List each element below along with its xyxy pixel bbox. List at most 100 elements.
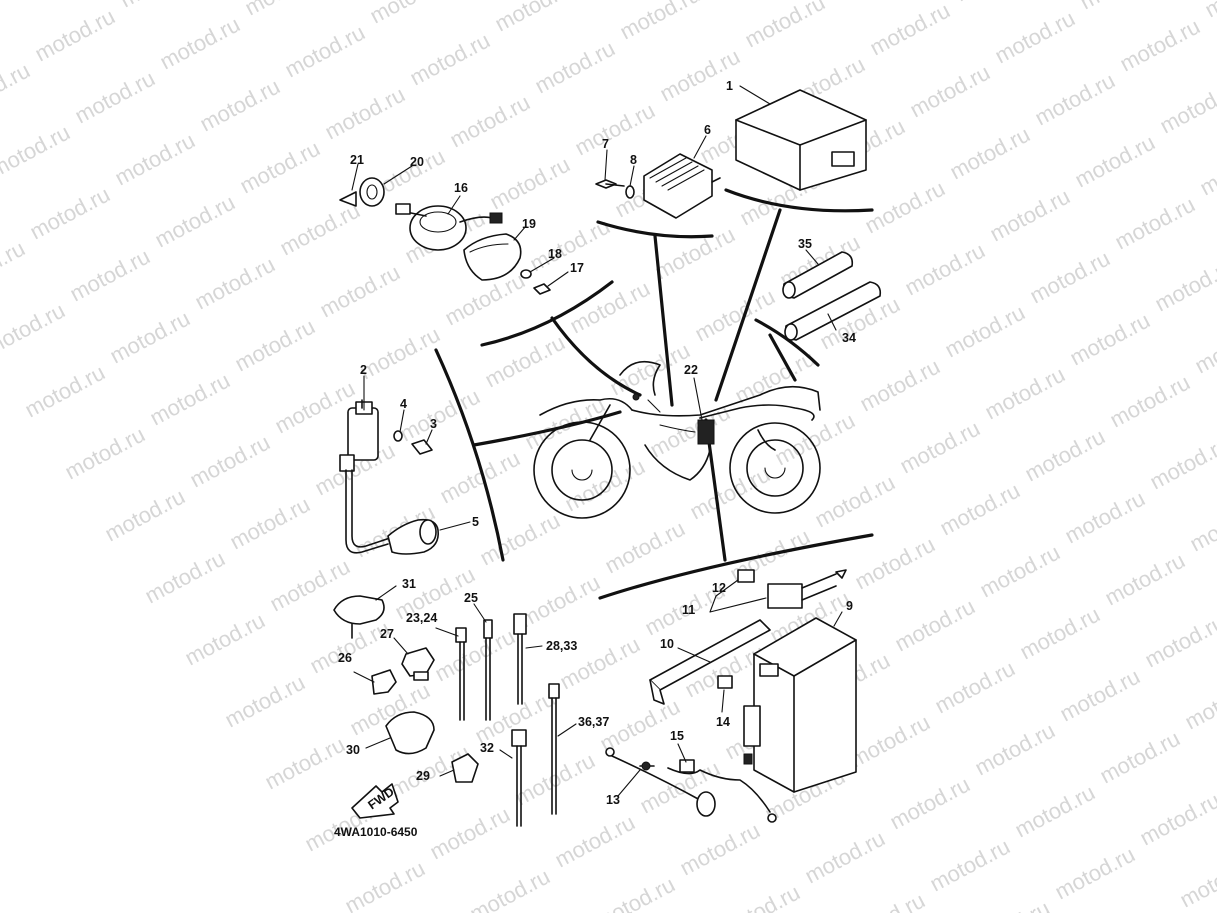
watermark-text: motod.ru [601, 516, 689, 579]
callout-19: 19 [522, 217, 536, 231]
watermark-text: motod.ru [426, 802, 514, 865]
callout-31: 31 [402, 577, 416, 591]
watermark-text: motod.ru [281, 20, 369, 83]
watermark-text: motod.ru [1146, 432, 1217, 495]
callout-32: 32 [480, 741, 494, 755]
watermark-text: motod.ru [1071, 130, 1159, 193]
callout-5: 5 [472, 515, 479, 529]
watermark-text: motod.ru [901, 238, 989, 301]
watermark-text: motod.ru [316, 260, 404, 323]
watermark-text: motod.ru [896, 416, 984, 479]
callout-34: 34 [842, 331, 856, 345]
watermark-text: motod.ru [1111, 192, 1199, 255]
watermark-text: motod.ru [841, 888, 929, 913]
callout-29: 29 [416, 769, 430, 783]
watermark-text: motod.ru [276, 198, 364, 261]
watermark-text: motod.ru [991, 6, 1079, 69]
part-17-screw [533, 283, 551, 295]
watermark-text: motod.ru [476, 508, 564, 571]
callout-16: 16 [454, 181, 468, 195]
watermark-text: motod.ru [551, 810, 639, 873]
watermark-text: motod.ru [481, 330, 569, 393]
part-14-fuse [717, 675, 733, 689]
callout-1: 1 [726, 79, 733, 93]
part-27-clamp [401, 647, 435, 681]
watermark-text: motod.ru [151, 190, 239, 253]
watermark-text: motod.ru [221, 670, 309, 733]
callout-2: 2 [360, 363, 367, 377]
callout-27: 27 [380, 627, 394, 641]
part-13-battery-cable [605, 747, 716, 817]
watermark-text: motod.ru [561, 454, 649, 517]
watermark-text: motod.ru [716, 880, 804, 913]
watermark-text: motod.ru [261, 732, 349, 795]
part-9-battery [743, 617, 857, 793]
part-20-grommet [359, 177, 385, 207]
watermark-text: motod.ru [1151, 254, 1217, 317]
watermark-text: motod.ru [981, 362, 1069, 425]
part-2-ignition-coil [339, 399, 391, 554]
watermark-text: motod.ru [146, 368, 234, 431]
watermark-text: motod.ru [1106, 370, 1194, 433]
watermark-text: motod.ru [941, 300, 1029, 363]
watermark-text: motod.ru [801, 826, 889, 889]
watermark-text: motod.ru [1156, 76, 1217, 139]
part-10-battery-band [649, 619, 771, 705]
part-1-cdi-unit [735, 89, 867, 191]
watermark-text: motod.ru [1136, 788, 1217, 851]
watermark-text: motod.ru [1201, 0, 1217, 22]
watermark-text: motod.ru [0, 298, 69, 361]
watermark-text: motod.ru [71, 66, 159, 129]
part-5-spark-plug-cap [387, 518, 440, 555]
watermark-text: motod.ru [591, 872, 679, 913]
group-brackets [434, 188, 874, 600]
part-16-main-switch [395, 203, 503, 251]
watermark-text: motod.ru [891, 594, 979, 657]
part-26-clamp [371, 669, 397, 695]
callout-36-37: 36,37 [578, 715, 609, 729]
part-6-rectifier-regulator [643, 153, 721, 219]
watermark-text: motod.ru [691, 284, 779, 347]
watermark-text: motod.ru [616, 0, 704, 44]
watermark-text: motod.ru [946, 122, 1034, 185]
callout-28-33: 28,33 [546, 639, 577, 653]
watermark-text: motod.ru [156, 12, 244, 75]
watermark-text: motod.ru [341, 856, 429, 913]
watermark-text: motod.ru [1016, 602, 1104, 665]
callout-14: 14 [716, 715, 730, 729]
watermark-text: motod.ru [191, 252, 279, 315]
watermark-text: motod.ru [966, 896, 1054, 913]
watermark-text: motod.ru [1096, 726, 1184, 789]
watermark-text: motod.ru [106, 306, 194, 369]
leader-lines [351, 85, 843, 797]
watermark-text: motod.ru [886, 772, 974, 835]
callout-30: 30 [346, 743, 360, 757]
watermark-text: motod.ru [511, 748, 599, 811]
watermark-text: motod.ru [116, 0, 204, 12]
watermark-text: motod.ru [66, 244, 154, 307]
part-31-clamp [333, 595, 385, 639]
watermark-text: motod.ru [1026, 246, 1114, 309]
part-21-key [339, 191, 357, 207]
part-25-cable-tie [483, 619, 493, 721]
callout-9: 9 [846, 599, 853, 613]
callout-35: 35 [798, 237, 812, 251]
callout-20: 20 [410, 155, 424, 169]
watermark-text: motod.ru [26, 182, 114, 245]
callout-26: 26 [338, 651, 352, 665]
watermark-text: motod.ru [1191, 316, 1217, 379]
watermark-text: motod.ru [651, 222, 739, 285]
part-11-fuse-holder [767, 569, 847, 609]
watermark-text: motod.ru [181, 608, 269, 671]
watermark-text: motod.ru [1181, 672, 1217, 735]
watermark-text: motod.ru [1101, 548, 1189, 611]
watermark-text: motod.ru [936, 478, 1024, 541]
watermark-text: motod.ru [931, 656, 1019, 719]
watermark-text: motod.ru [356, 322, 444, 385]
watermark-text: motod.ru [196, 74, 284, 137]
watermark-text: motod.ru [926, 834, 1014, 897]
callout-7: 7 [602, 137, 609, 151]
watermark-text: motod.ru [1076, 0, 1164, 14]
